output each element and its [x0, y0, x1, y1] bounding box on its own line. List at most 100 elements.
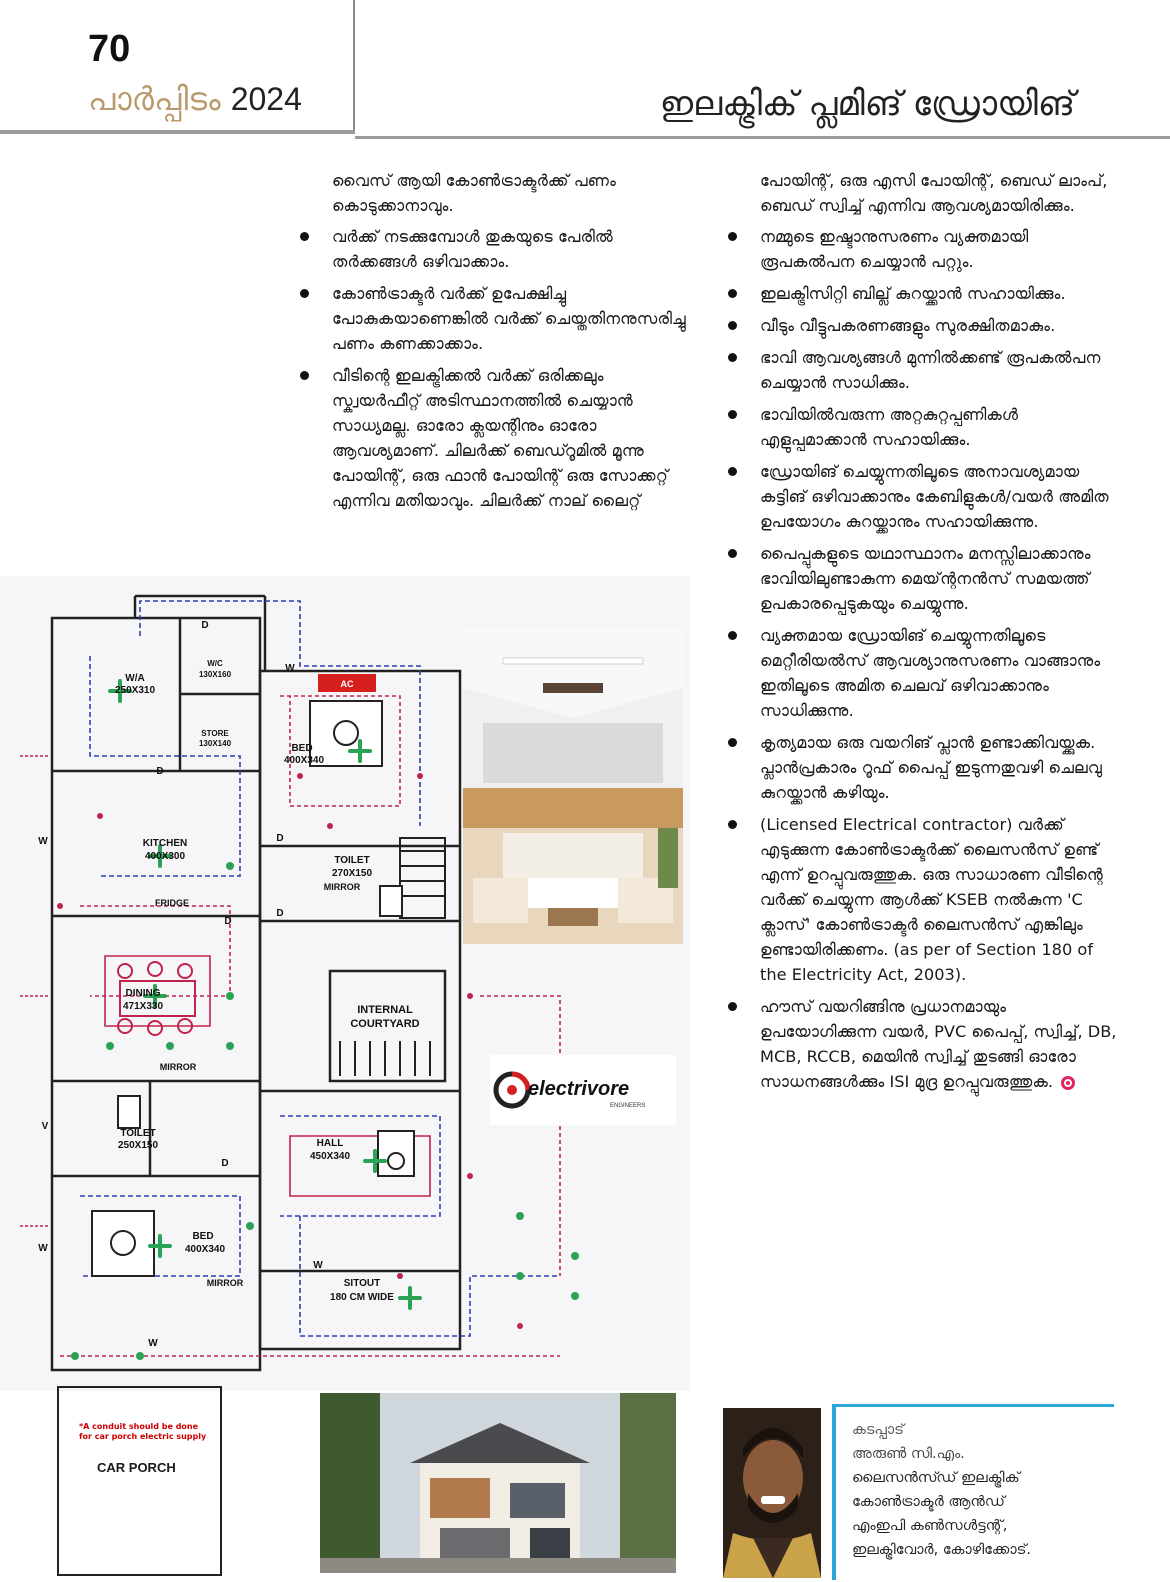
- left-intro: വൈസ് ആയി കോൺട്രാക്ടർക്ക് പണം കൊടുക്കാനാവ…: [332, 171, 616, 215]
- magazine-title: പാർപ്പിടം 2024: [88, 80, 302, 119]
- author-accent-bar: [832, 1404, 836, 1580]
- bullet-icon: [728, 289, 737, 298]
- porch-note: *A conduit should be done for car porch …: [79, 1422, 207, 1441]
- list-item: വീടും വീട്ടുപകരണങ്ങളും സുരക്ഷിതമാകും.: [728, 313, 1120, 338]
- room-toilet2-size: 250X150: [118, 1140, 158, 1151]
- courtyard-label-2: COURTYARD: [350, 1018, 419, 1030]
- author-accent-rule: [836, 1404, 1114, 1407]
- right-intro: പോയിന്റ്, ഒരു എസി പോയിന്റ്, ബെഡ് ലാംപ്, …: [760, 171, 1108, 215]
- electrivore-logo: electrivore ENGINEERS: [490, 1055, 676, 1125]
- mirror1-label: MIRROR: [324, 882, 361, 892]
- logo-sub: ENGINEERS: [610, 1103, 645, 1109]
- author-role-2: കോൺട്രാക്ടർ ആൻഡ്: [852, 1494, 1005, 1510]
- credit-label: കടപ്പാട്: [852, 1422, 904, 1438]
- bullet-icon: [728, 353, 737, 362]
- list-item: നമ്മുടെ ഇഷ്ടാനുസരണം വ്യക്തമായി രൂപകൽപന ച…: [728, 224, 1120, 274]
- list-item: ഇലക്ട്രിസിറ്റി ബില്ല് കുറയ്ക്കാൻ സഹായിക്…: [728, 281, 1120, 306]
- window-mark: W: [148, 1338, 158, 1349]
- bullet-icon: [728, 738, 737, 747]
- room-wa-label: W/A: [125, 673, 144, 684]
- left-text-column: വൈസ് ആയി കോൺട്രാക്ടർക്ക് പണം കൊടുക്കാനാവ…: [300, 168, 688, 520]
- author-name: അരുൺ സി.എം.: [852, 1446, 965, 1462]
- room-toilet2-label: TOILET: [120, 1128, 155, 1139]
- list-item: കോൺട്രാക്ടർ വർക്ക് ഉപേക്ഷിച്ചു പോകുകയാണെ…: [300, 281, 688, 356]
- list-item: (Licensed Electrical contractor) വർക്ക് …: [728, 812, 1120, 987]
- room-toilet1-size: 270X150: [332, 868, 372, 879]
- right-bullet-list: നമ്മുടെ ഇഷ്ടാനുസരണം വ്യക്തമായി രൂപകൽപന ച…: [728, 224, 1120, 1094]
- ventilator-mark: V: [42, 1121, 49, 1132]
- door-mark: D: [276, 833, 283, 844]
- bullet-icon: [728, 549, 737, 558]
- courtyard-label-1: INTERNAL: [357, 1004, 413, 1016]
- room-sitout-size: 180 CM WIDE: [330, 1292, 394, 1303]
- bullet-icon: [728, 467, 737, 476]
- bullet-icon: [728, 820, 737, 829]
- ac-label: AC: [341, 679, 354, 689]
- room-wc-size: 130X160: [199, 670, 232, 679]
- list-item: ഡ്രോയിങ് ചെയ്യുന്നതിലൂടെ അനാവശ്യമായ കട്ട…: [728, 459, 1120, 534]
- bullet-icon: [728, 410, 737, 419]
- author-credit: കടപ്പാട് അരുൺ സി.എം. ലൈസൻസ്ഡ് ഇലക്ട്രിക്…: [852, 1418, 1112, 1562]
- left-bullet-list: വർക്ക് നടക്കുമ്പോൾ തുകയുടെ പേരിൽ തർക്കങ്…: [300, 224, 688, 513]
- bullet-icon: [300, 232, 309, 241]
- car-porch-label: CAR PORCH: [97, 1460, 176, 1475]
- list-item: പൈപ്പുകളുടെ യഥാസ്ഥാനം മനസ്സിലാക്കാനും ഭാ…: [728, 541, 1120, 616]
- author-role-3: എംഇപി കൺസൾട്ടന്റ്,: [852, 1518, 1008, 1534]
- list-item: വർക്ക് നടക്കുമ്പോൾ തുകയുടെ പേരിൽ തർക്കങ്…: [300, 224, 688, 274]
- fridge-label: FRIDGE: [155, 898, 189, 908]
- bullet-icon: [728, 232, 737, 241]
- door-mark: D: [224, 916, 231, 927]
- logo-text: electrivore: [528, 1078, 629, 1100]
- room-hall-size: 450X340: [310, 1151, 350, 1162]
- room-dining-size: 471X330: [123, 1001, 163, 1012]
- room-hall-label: HALL: [317, 1138, 344, 1149]
- section-title: ഇലക്ട്രിക് പ്ലമിങ് ഡ്രോയിങ്: [659, 84, 1075, 124]
- magazine-year: 2024: [230, 81, 302, 117]
- right-text-column: പോയിന്റ്, ഒരു എസി പോയിന്റ്, ബെഡ് ലാംപ്, …: [728, 168, 1120, 1101]
- bullet-icon: [728, 631, 737, 640]
- room-sitout-label: SITOUT: [344, 1278, 380, 1289]
- window-mark: W: [38, 1243, 48, 1254]
- room-dining-label: DINING: [126, 988, 161, 999]
- room-bed1-label: BED: [291, 743, 312, 754]
- header-divider-vertical: [353, 0, 355, 134]
- house-exterior-photo: [320, 1393, 676, 1573]
- room-store-label: STORE: [201, 729, 229, 738]
- room-bed2-size: 400X340: [185, 1244, 225, 1255]
- door-mark: D: [156, 766, 163, 777]
- header-rule-left: [0, 130, 355, 134]
- door-mark: D: [276, 908, 283, 919]
- interior-photo: [463, 628, 683, 944]
- room-wa-size: 250X310: [115, 685, 155, 696]
- bullet-icon: [300, 289, 309, 298]
- window-mark: W: [285, 663, 295, 674]
- list-item: കൃത്യമായ ഒരു വയറിങ് പ്ലാൻ ഉണ്ടാക്കിവയ്ക്…: [728, 730, 1120, 805]
- list-item: വ്യക്തമായ ഡ്രോയിങ് ചെയ്യുന്നതിലൂടെ മെറ്റ…: [728, 623, 1120, 723]
- bullet-icon: [728, 1002, 737, 1011]
- mirror2-label: MIRROR: [160, 1062, 197, 1072]
- window-mark: W: [313, 1260, 323, 1271]
- window-mark: W: [38, 836, 48, 847]
- room-bed1-size: 400X340: [284, 755, 324, 766]
- door-mark: D: [201, 620, 208, 631]
- list-item: ഭാവിയിൽവരുന്ന അറ്റകുറ്റപ്പണികൾ എളുപ്പമാക…: [728, 402, 1120, 452]
- author-role-4: ഇലക്ട്രിവോർ, കോഴിക്കോട്.: [852, 1542, 1032, 1558]
- list-item: ഭാവി ആവശ്യങ്ങൾ മുന്നിൽക്കണ്ട് രൂപകൽപന ചെ…: [728, 345, 1120, 395]
- author-role-1: ലൈസൻസ്ഡ് ഇലക്ട്രിക്: [852, 1470, 1020, 1486]
- room-store-size: 130X140: [199, 739, 232, 748]
- list-item: ഹൗസ് വയറിങ്ങിനു പ്രധാനമായും ഉപയോഗിക്കുന്…: [728, 994, 1120, 1094]
- page-number: 70: [88, 28, 131, 70]
- magazine-name: പാർപ്പിടം: [88, 80, 221, 118]
- mirror3-label: MIRROR: [207, 1278, 244, 1288]
- end-mark-icon: [1061, 1075, 1076, 1090]
- room-toilet1-label: TOILET: [334, 855, 369, 866]
- bullet-icon: [728, 321, 737, 330]
- room-kitchen-label: KITCHEN: [143, 838, 187, 849]
- room-bed2-label: BED: [192, 1231, 213, 1242]
- car-porch-box: *A conduit should be done for car porch …: [57, 1386, 222, 1576]
- header-rule-right: [355, 136, 1170, 139]
- bullet-icon: [300, 371, 309, 380]
- door-mark: D: [221, 1158, 228, 1169]
- room-wc-label: W/C: [207, 659, 223, 668]
- author-avatar: [723, 1408, 821, 1578]
